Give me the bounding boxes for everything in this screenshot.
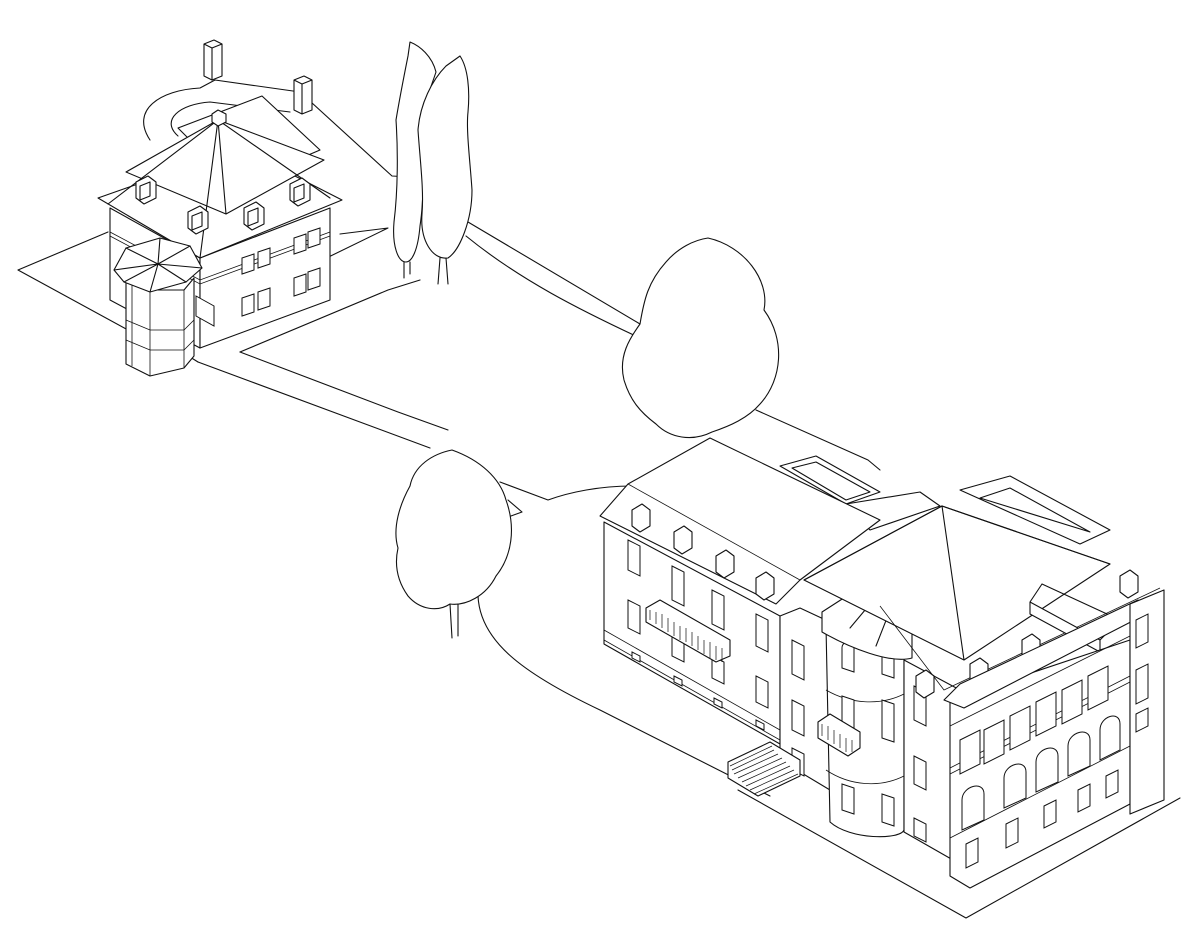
upper-path-east (756, 410, 880, 470)
round-tree-middle (396, 450, 512, 609)
garden-paths (18, 80, 1180, 918)
villa-left-dormers (632, 504, 774, 600)
poplar-trunk-left (404, 262, 410, 278)
villa-rear-flat-roof (780, 456, 880, 504)
villa-east-end-windows (1136, 614, 1148, 732)
villa-left-wing-roof-edge (628, 484, 800, 580)
gatehouse-chimney-left (204, 40, 222, 80)
villa-front-steps (728, 742, 800, 796)
access-drive-inner (240, 280, 420, 352)
access-drive-outer (198, 362, 430, 448)
gatehouse (98, 40, 342, 376)
villa-center-windows (792, 640, 804, 776)
villa-round-tower-bands (826, 690, 904, 784)
villa-tower-balcony (818, 714, 860, 756)
gatehouse-roof-apex (212, 110, 226, 126)
villa-tower-balcony-rails (822, 724, 852, 752)
trees (394, 42, 779, 638)
gatehouse-roof-ridges (108, 120, 330, 258)
rear-curved-path-inner (171, 102, 290, 136)
front-lawn-curve (478, 596, 770, 796)
main-villa (600, 438, 1164, 888)
gatehouse-roof (126, 120, 324, 214)
left-parcel (18, 228, 388, 330)
gatehouse-bay-mullions (126, 282, 194, 376)
villa-left-balcony (646, 600, 730, 662)
round-tree-upper (622, 238, 778, 438)
villa-rear-right-block (960, 476, 1110, 544)
upper-path (468, 222, 640, 324)
round-tree-middle-trunk (450, 604, 458, 638)
drive-to-villa (240, 352, 448, 430)
poplar-trunk-right (438, 258, 448, 284)
gatehouse-bay-roof-ribs (114, 238, 202, 292)
villa-main-roof-eave (880, 588, 1160, 690)
villa-step-lines (730, 746, 798, 794)
villa-left-balcony-rails (650, 610, 722, 662)
villa-basement-vents (632, 652, 764, 730)
gatehouse-bay-tower (126, 278, 194, 376)
gatehouse-chimney-right (294, 76, 312, 114)
villa-right-wing-windows (960, 666, 1120, 868)
drive-curve (500, 482, 632, 500)
poplar-tree-right (418, 56, 472, 258)
terrace-edge (738, 790, 1180, 918)
villa-main-roof-ridges (804, 506, 1110, 660)
gatehouse-dormers (136, 176, 310, 234)
upper-path-curve (466, 236, 640, 338)
gatehouse-windows (196, 228, 320, 326)
rear-curved-path (144, 80, 428, 178)
